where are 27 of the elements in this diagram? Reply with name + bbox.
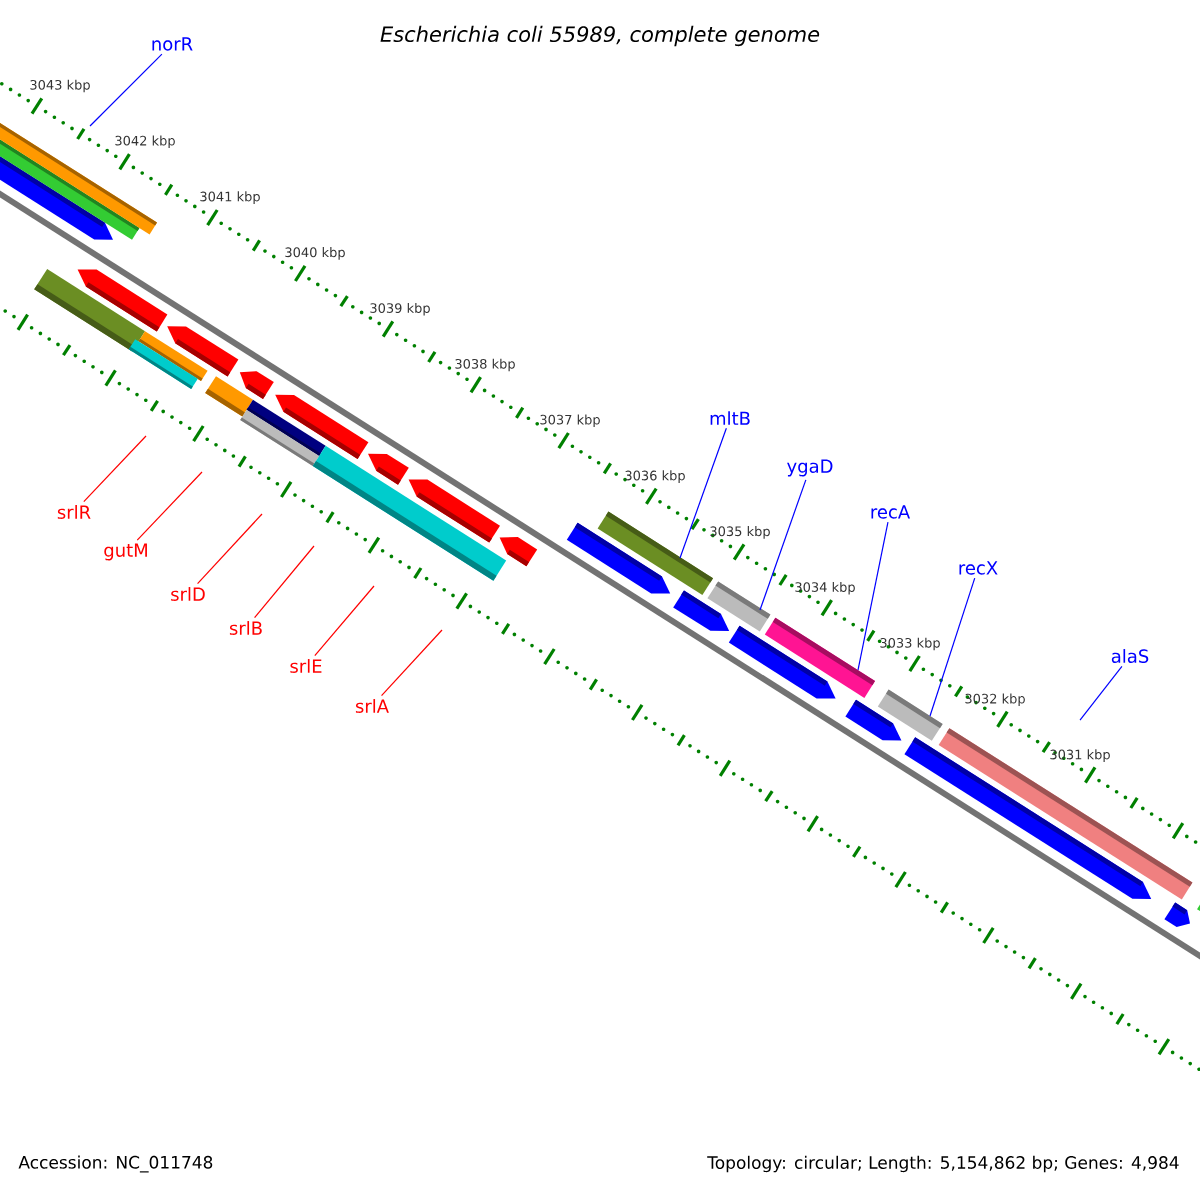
leader-line	[136, 471, 203, 541]
leader-line	[929, 577, 976, 717]
gene-label: srlB	[229, 621, 262, 635]
footer-text: Topology: circular; Length: 5,154,862 bp; Genes: 4,984	[707, 1155, 1179, 1173]
leader-line	[679, 427, 727, 559]
title: Escherichia coli 55989, complete genome	[380, 25, 820, 47]
gene-label: norR	[152, 37, 193, 51]
leader-line	[1079, 665, 1123, 721]
gene-label: alaS	[1111, 649, 1149, 663]
gene-label: mltB	[710, 411, 750, 425]
gene-label: recA	[871, 505, 910, 519]
gene-label: srlD	[171, 587, 205, 601]
footer-text: Accession: NC_011748	[18, 1155, 213, 1173]
gene-label: srlA	[355, 699, 389, 713]
gene-label: ygaD	[787, 459, 833, 477]
gene-label: recX	[959, 561, 998, 575]
leader-line	[197, 513, 263, 585]
leader-line	[380, 629, 443, 697]
gene-label: srlE	[290, 659, 322, 673]
leader-line	[254, 545, 315, 619]
leader-line	[89, 53, 163, 127]
gene-label: srlR	[57, 505, 91, 519]
gene-label: gutM	[104, 543, 147, 561]
leader-line	[857, 521, 889, 671]
leader-line	[759, 479, 807, 611]
leader-line	[314, 585, 375, 657]
leader-line	[83, 435, 147, 503]
